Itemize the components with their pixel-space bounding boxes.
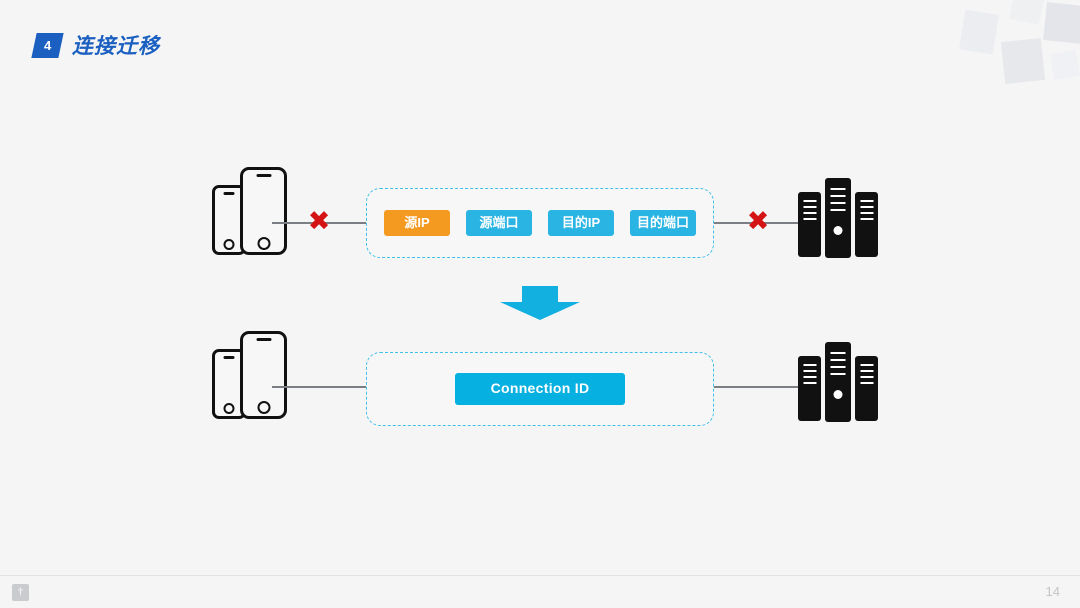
connection-break-right-icon: ✖ <box>746 206 770 237</box>
server-tower-center <box>825 178 851 258</box>
server-tower-left <box>798 192 821 257</box>
server-power-indicator <box>833 226 843 235</box>
mobile-phones-icon <box>212 165 292 257</box>
arrow-head <box>500 302 580 320</box>
connector-line-left <box>272 386 366 388</box>
server-power-indicator <box>833 390 843 399</box>
server-tower-right <box>855 192 878 257</box>
four-tuple-panel: 源IP 源端口 目的IP 目的端口 <box>366 188 714 258</box>
footer-divider <box>0 575 1080 576</box>
phone-speaker <box>223 356 235 359</box>
server-rack-icon <box>798 342 880 424</box>
phone-home-button <box>223 239 235 250</box>
page-title: 连接迁移 <box>72 35 160 58</box>
phone-speaker <box>223 192 235 195</box>
tuple-tag-dest-port: 目的端口 <box>630 209 696 237</box>
server-tower-right <box>855 356 878 421</box>
connection-id-panel: Connection ID <box>366 352 714 426</box>
connection-id-tag: Connection ID <box>455 373 625 405</box>
brand-logo-icon: † <box>12 584 29 601</box>
tuple-tag-source-ip: 源IP <box>384 209 450 237</box>
connector-line-right <box>714 222 806 224</box>
phone-primary-icon <box>240 167 287 255</box>
phone-speaker <box>256 338 271 341</box>
server-rack-icon <box>798 178 880 260</box>
phone-home-button <box>223 403 235 414</box>
connector-line-left <box>272 222 366 224</box>
server-tower-left <box>798 356 821 421</box>
phone-primary-icon <box>240 331 287 419</box>
page-number: 14 <box>1045 584 1060 599</box>
phone-speaker <box>256 174 271 177</box>
tuple-tag-source-port: 源端口 <box>466 209 532 237</box>
mobile-phones-icon <box>212 329 292 421</box>
arrow-stem <box>522 286 558 303</box>
phone-home-button <box>257 237 270 250</box>
tuple-tag-dest-ip: 目的IP <box>548 209 614 237</box>
slide-header: 4 连接迁移 <box>31 30 160 60</box>
diagram-row-before: ✖ ✖ <box>0 165 1080 278</box>
server-tower-center <box>825 342 851 422</box>
arrow-down-icon <box>500 286 580 320</box>
connector-line-right <box>714 386 806 388</box>
diagram-row-after <box>0 329 1080 442</box>
connection-break-left-icon: ✖ <box>307 206 331 237</box>
phone-home-button <box>257 401 270 414</box>
